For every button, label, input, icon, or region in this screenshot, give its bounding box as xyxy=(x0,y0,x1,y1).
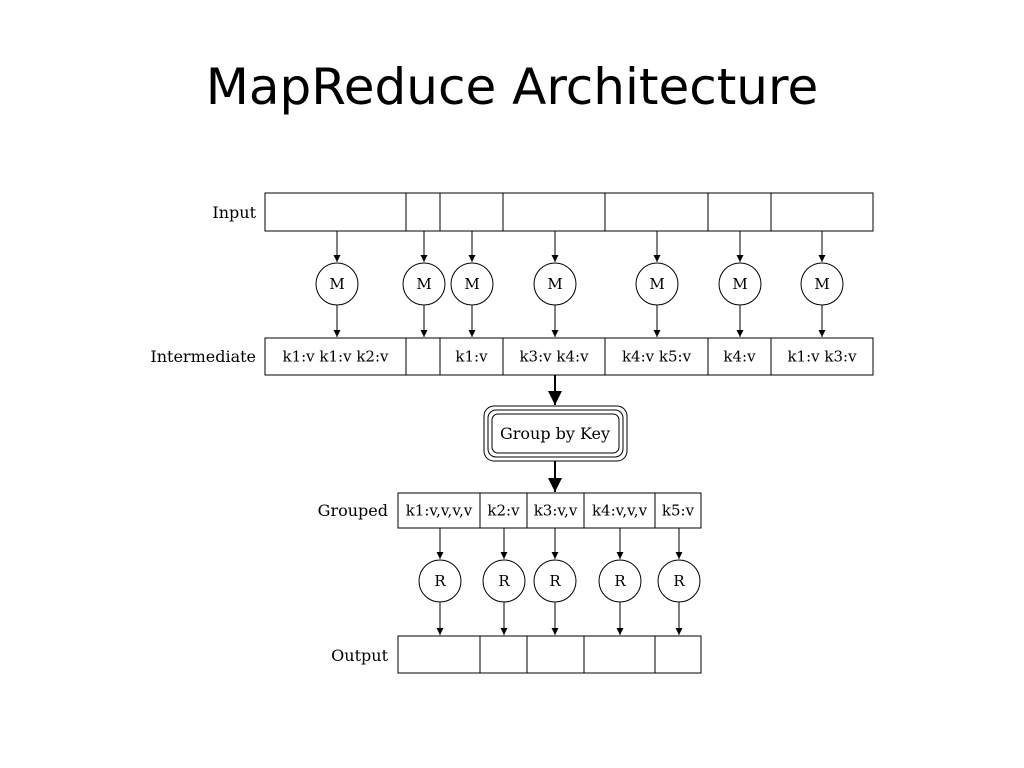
grouped-cell-text: k4:v,v,v xyxy=(592,502,648,520)
grouped-row-label: Grouped xyxy=(318,501,388,520)
grouped-cell-text: k1:v,v,v,v xyxy=(406,502,473,520)
map-node-label: M xyxy=(649,275,664,293)
input-cell xyxy=(405,192,441,232)
grouped-cell-text: k5:v xyxy=(662,502,695,520)
intermediate-cell-text: k4:v xyxy=(723,348,756,366)
reduce-node-label: R xyxy=(614,572,626,590)
intermediate-row: k1:v k1:v k2:v k1:v k3:v k4:v k4:v k5:v k4:v… xyxy=(264,337,874,376)
input-row xyxy=(264,192,874,232)
map-node-label: M xyxy=(329,275,344,293)
intermediate-cell-text: k1:v k3:v xyxy=(787,348,857,366)
intermediate-cell-text: k3:v k4:v xyxy=(519,348,589,366)
reduce-node-label: R xyxy=(549,572,561,590)
input-cell xyxy=(604,192,709,232)
intermediate-cell xyxy=(502,337,606,376)
input-cell xyxy=(707,192,772,232)
slide-title: MapReduce Architecture xyxy=(205,58,819,116)
map-node-label: M xyxy=(464,275,479,293)
grouped-cell-text: k3:v,v xyxy=(534,502,578,520)
group-by-key-middle-border xyxy=(487,409,624,458)
reduce-node-label: R xyxy=(673,572,685,590)
grouped-cell xyxy=(583,492,656,529)
output-cell xyxy=(583,635,656,674)
grouped-cell-text: k2:v xyxy=(487,502,520,520)
grouped-cell xyxy=(654,492,702,529)
intermediate-cell xyxy=(604,337,709,376)
grouped-cell xyxy=(526,492,585,529)
intermediate-cell xyxy=(770,337,874,376)
input-cell xyxy=(264,192,407,232)
output-row xyxy=(397,635,702,674)
intermediate-cell-text: k1:v xyxy=(455,348,488,366)
output-cell xyxy=(526,635,585,674)
output-row-label: Output xyxy=(331,646,388,665)
group-by-key-inner-border xyxy=(491,413,620,454)
output-cell xyxy=(397,635,481,674)
group-by-key-label: Group by Key xyxy=(500,424,610,443)
output-cell xyxy=(479,635,528,674)
group-by-key-node: Group by Key xyxy=(483,405,628,462)
grouped-cell xyxy=(479,492,528,529)
map-node-label: M xyxy=(416,275,431,293)
intermediate-cell xyxy=(707,337,772,376)
map-node-label: M xyxy=(732,275,747,293)
reduce-node-label: R xyxy=(498,572,510,590)
input-row-label: Input xyxy=(212,203,256,222)
intermediate-cell-text: k4:v k5:v xyxy=(622,348,692,366)
map-node-label: M xyxy=(814,275,829,293)
input-cell xyxy=(502,192,606,232)
intermediate-cell xyxy=(439,337,504,376)
input-cell xyxy=(439,192,504,232)
reduce-node-label: R xyxy=(434,572,446,590)
map-node-label: M xyxy=(547,275,562,293)
intermediate-cell xyxy=(405,337,441,376)
input-cell xyxy=(770,192,874,232)
intermediate-row-label: Intermediate xyxy=(150,347,256,366)
intermediate-cell-text: k1:v k1:v k2:v xyxy=(282,348,389,366)
output-cell xyxy=(654,635,702,674)
intermediate-cell xyxy=(264,337,407,376)
grouped-row: k1:v,v,v,v k2:v k3:v,v k4:v,v,v k5:v xyxy=(397,492,702,529)
